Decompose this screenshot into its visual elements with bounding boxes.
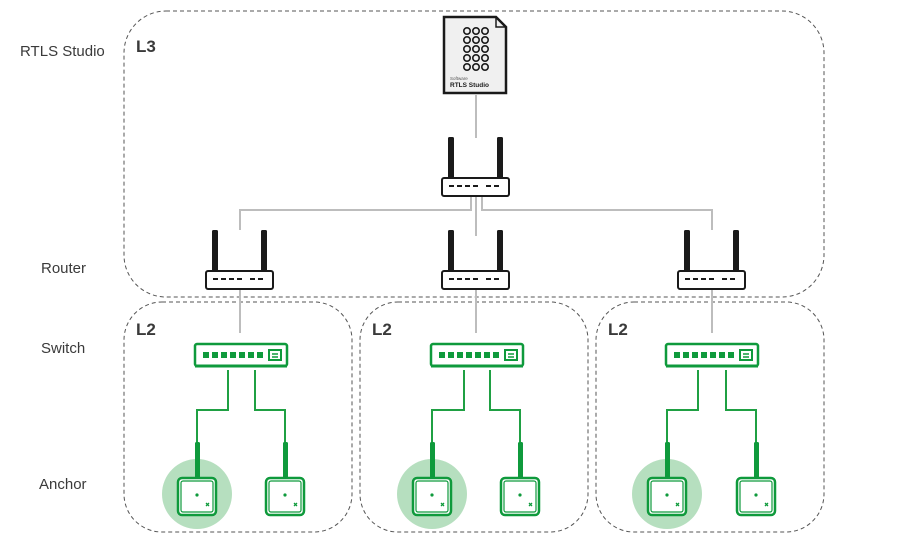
l2-zone-right-border bbox=[595, 301, 825, 533]
zone-label-l2-right: L2 bbox=[608, 320, 628, 339]
anchor-left-2 bbox=[264, 440, 306, 517]
server-caption: RTLS Studio bbox=[450, 82, 489, 89]
l3-zone-border bbox=[123, 10, 825, 298]
row-label-rtls-studio: RTLS Studio bbox=[20, 43, 105, 60]
zone-label-l2-middle: L2 bbox=[372, 320, 392, 339]
switch-middle bbox=[429, 342, 525, 368]
switch-left bbox=[193, 342, 289, 368]
anchor-left-1 bbox=[176, 440, 218, 517]
zone-label-l3: L3 bbox=[136, 37, 156, 56]
rtls-server: Software RTLS Studio bbox=[442, 15, 508, 95]
core-router bbox=[441, 136, 510, 197]
row-label-router: Router bbox=[41, 260, 87, 277]
l2-links bbox=[196, 370, 757, 445]
router-left bbox=[205, 229, 274, 290]
router-middle bbox=[441, 229, 510, 290]
row-label-switch: Switch bbox=[41, 340, 86, 357]
zone-label-l2-left: L2 bbox=[136, 320, 156, 339]
l2-zone-left-border bbox=[123, 301, 353, 533]
server-caption-small: Software bbox=[450, 76, 468, 81]
anchor-right-2 bbox=[735, 440, 777, 517]
anchor-right-1 bbox=[646, 440, 688, 517]
anchor-middle-1 bbox=[411, 440, 453, 517]
anchor-middle-2 bbox=[499, 440, 541, 517]
l3-links bbox=[239, 95, 713, 333]
row-label-anchor: Anchor bbox=[39, 476, 87, 493]
switch-right bbox=[664, 342, 760, 368]
router-right bbox=[677, 229, 746, 290]
l2-zone-middle-border bbox=[359, 301, 589, 533]
